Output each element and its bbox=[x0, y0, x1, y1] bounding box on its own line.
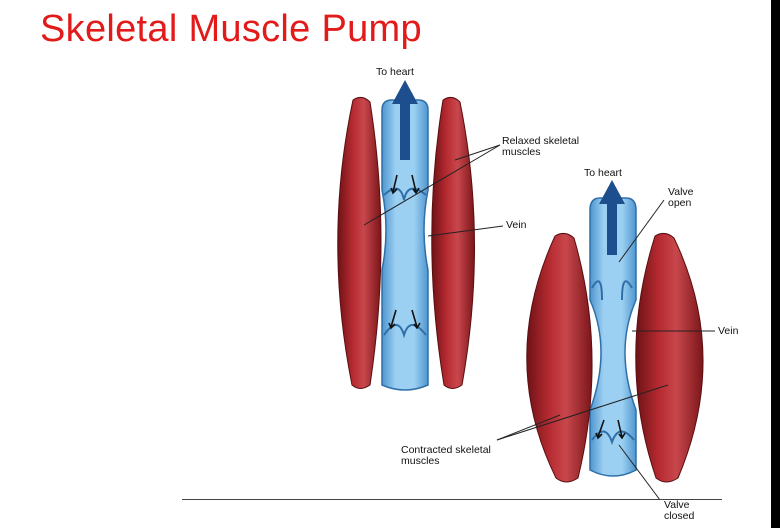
contracted-muscles-label: Contracted skeletal muscles bbox=[401, 445, 491, 467]
to-heart-label-right: To heart bbox=[584, 168, 622, 179]
relaxed-diagram bbox=[338, 80, 503, 390]
valve-closed-label: Valve closed bbox=[664, 500, 694, 522]
to-heart-label-left: To heart bbox=[376, 67, 414, 78]
contracted-muscle-left bbox=[527, 233, 592, 482]
bottom-rule bbox=[182, 499, 722, 500]
contracted-diagram bbox=[497, 180, 715, 500]
contracted-muscle-right bbox=[636, 233, 703, 482]
right-edge-bar bbox=[771, 0, 780, 528]
relaxed-muscles-label: Relaxed skeletal muscles bbox=[502, 136, 579, 158]
vein-label-right: Vein bbox=[718, 326, 738, 337]
valve-open-label: Valve open bbox=[668, 187, 694, 209]
relaxed-muscle-left bbox=[338, 97, 381, 388]
relaxed-muscle-right bbox=[432, 97, 475, 388]
vein-label-left: Vein bbox=[506, 220, 526, 231]
